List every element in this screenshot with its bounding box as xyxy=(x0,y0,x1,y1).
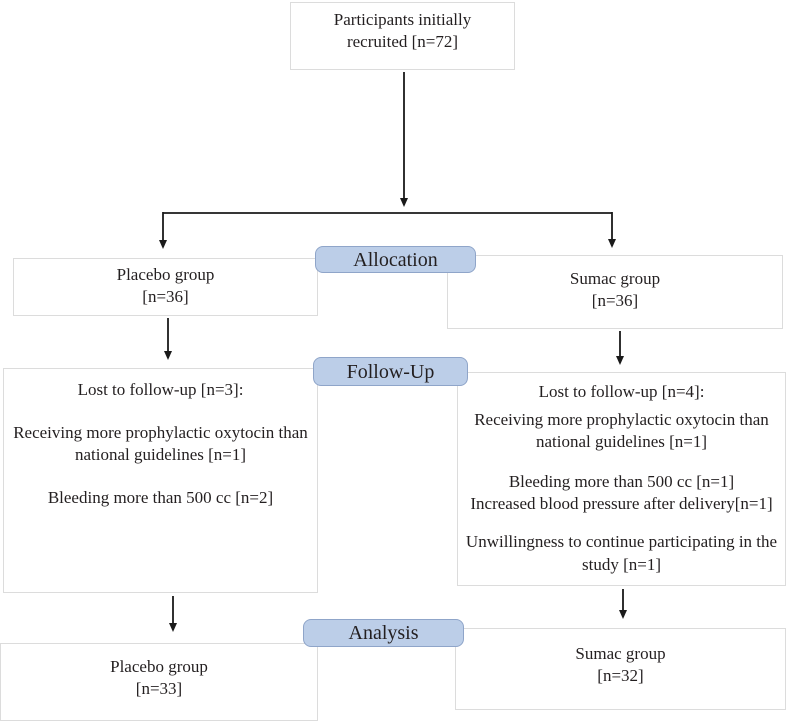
sumac-lost-heading: Lost to follow-up [n=4]: xyxy=(538,382,705,401)
sumac-followup-box: Lost to follow-up [n=4]: Receiving more … xyxy=(457,372,786,586)
sumac-allocated-box: Sumac group [n=36] xyxy=(447,255,783,329)
placebo-analysis-line-2: [n=33] xyxy=(135,679,183,699)
sumac-allocated-line-1: Sumac group xyxy=(569,269,661,288)
sumac-analysis-line-2: [n=32] xyxy=(597,666,644,686)
recruited-box: Participants initially recruited [n=72] xyxy=(290,2,515,70)
recruited-line-1: Participants initially xyxy=(333,10,472,29)
placebo-analysis-line-1: Placebo group xyxy=(110,657,208,676)
recruited-line-2: recruited [n=72] xyxy=(346,32,459,52)
placebo-allocated-line-2: [n=36] xyxy=(142,287,189,307)
phase-label-analysis: Analysis xyxy=(303,619,464,647)
placebo-lost-reason-2: Bleeding more than 500 cc [n=2] xyxy=(47,488,274,508)
placebo-allocated-box: Placebo group [n=36] xyxy=(13,258,318,316)
analysis-label-text: Analysis xyxy=(348,622,419,644)
allocation-label-text: Allocation xyxy=(353,248,438,271)
sumac-allocated-line-2: [n=36] xyxy=(591,291,639,311)
sumac-analysis-line-1: Sumac group xyxy=(575,644,666,663)
placebo-allocated-line-1: Placebo group xyxy=(116,265,215,284)
sumac-analysis-box: Sumac group [n=32] xyxy=(455,628,786,710)
sumac-lost-reason-4: Unwillingness to continue participating … xyxy=(465,532,778,574)
placebo-followup-box: Lost to follow-up [n=3]: Receiving more … xyxy=(3,368,318,593)
placebo-lost-heading: Lost to follow-up [n=3]: xyxy=(77,380,244,399)
followup-label-text: Follow-Up xyxy=(346,360,435,383)
placebo-lost-reason-1: Receiving more prophylactic oxytocin tha… xyxy=(13,423,308,465)
sumac-lost-reason-1: Receiving more prophylactic oxytocin tha… xyxy=(474,410,769,452)
placebo-analysis-box: Placebo group [n=33] xyxy=(0,643,318,721)
phase-label-followup: Follow-Up xyxy=(313,357,468,386)
sumac-lost-reason-2: Bleeding more than 500 cc [n=1] xyxy=(508,472,735,492)
phase-label-allocation: Allocation xyxy=(315,246,476,273)
sumac-lost-reason-3: Increased blood pressure after delivery[… xyxy=(470,494,773,514)
